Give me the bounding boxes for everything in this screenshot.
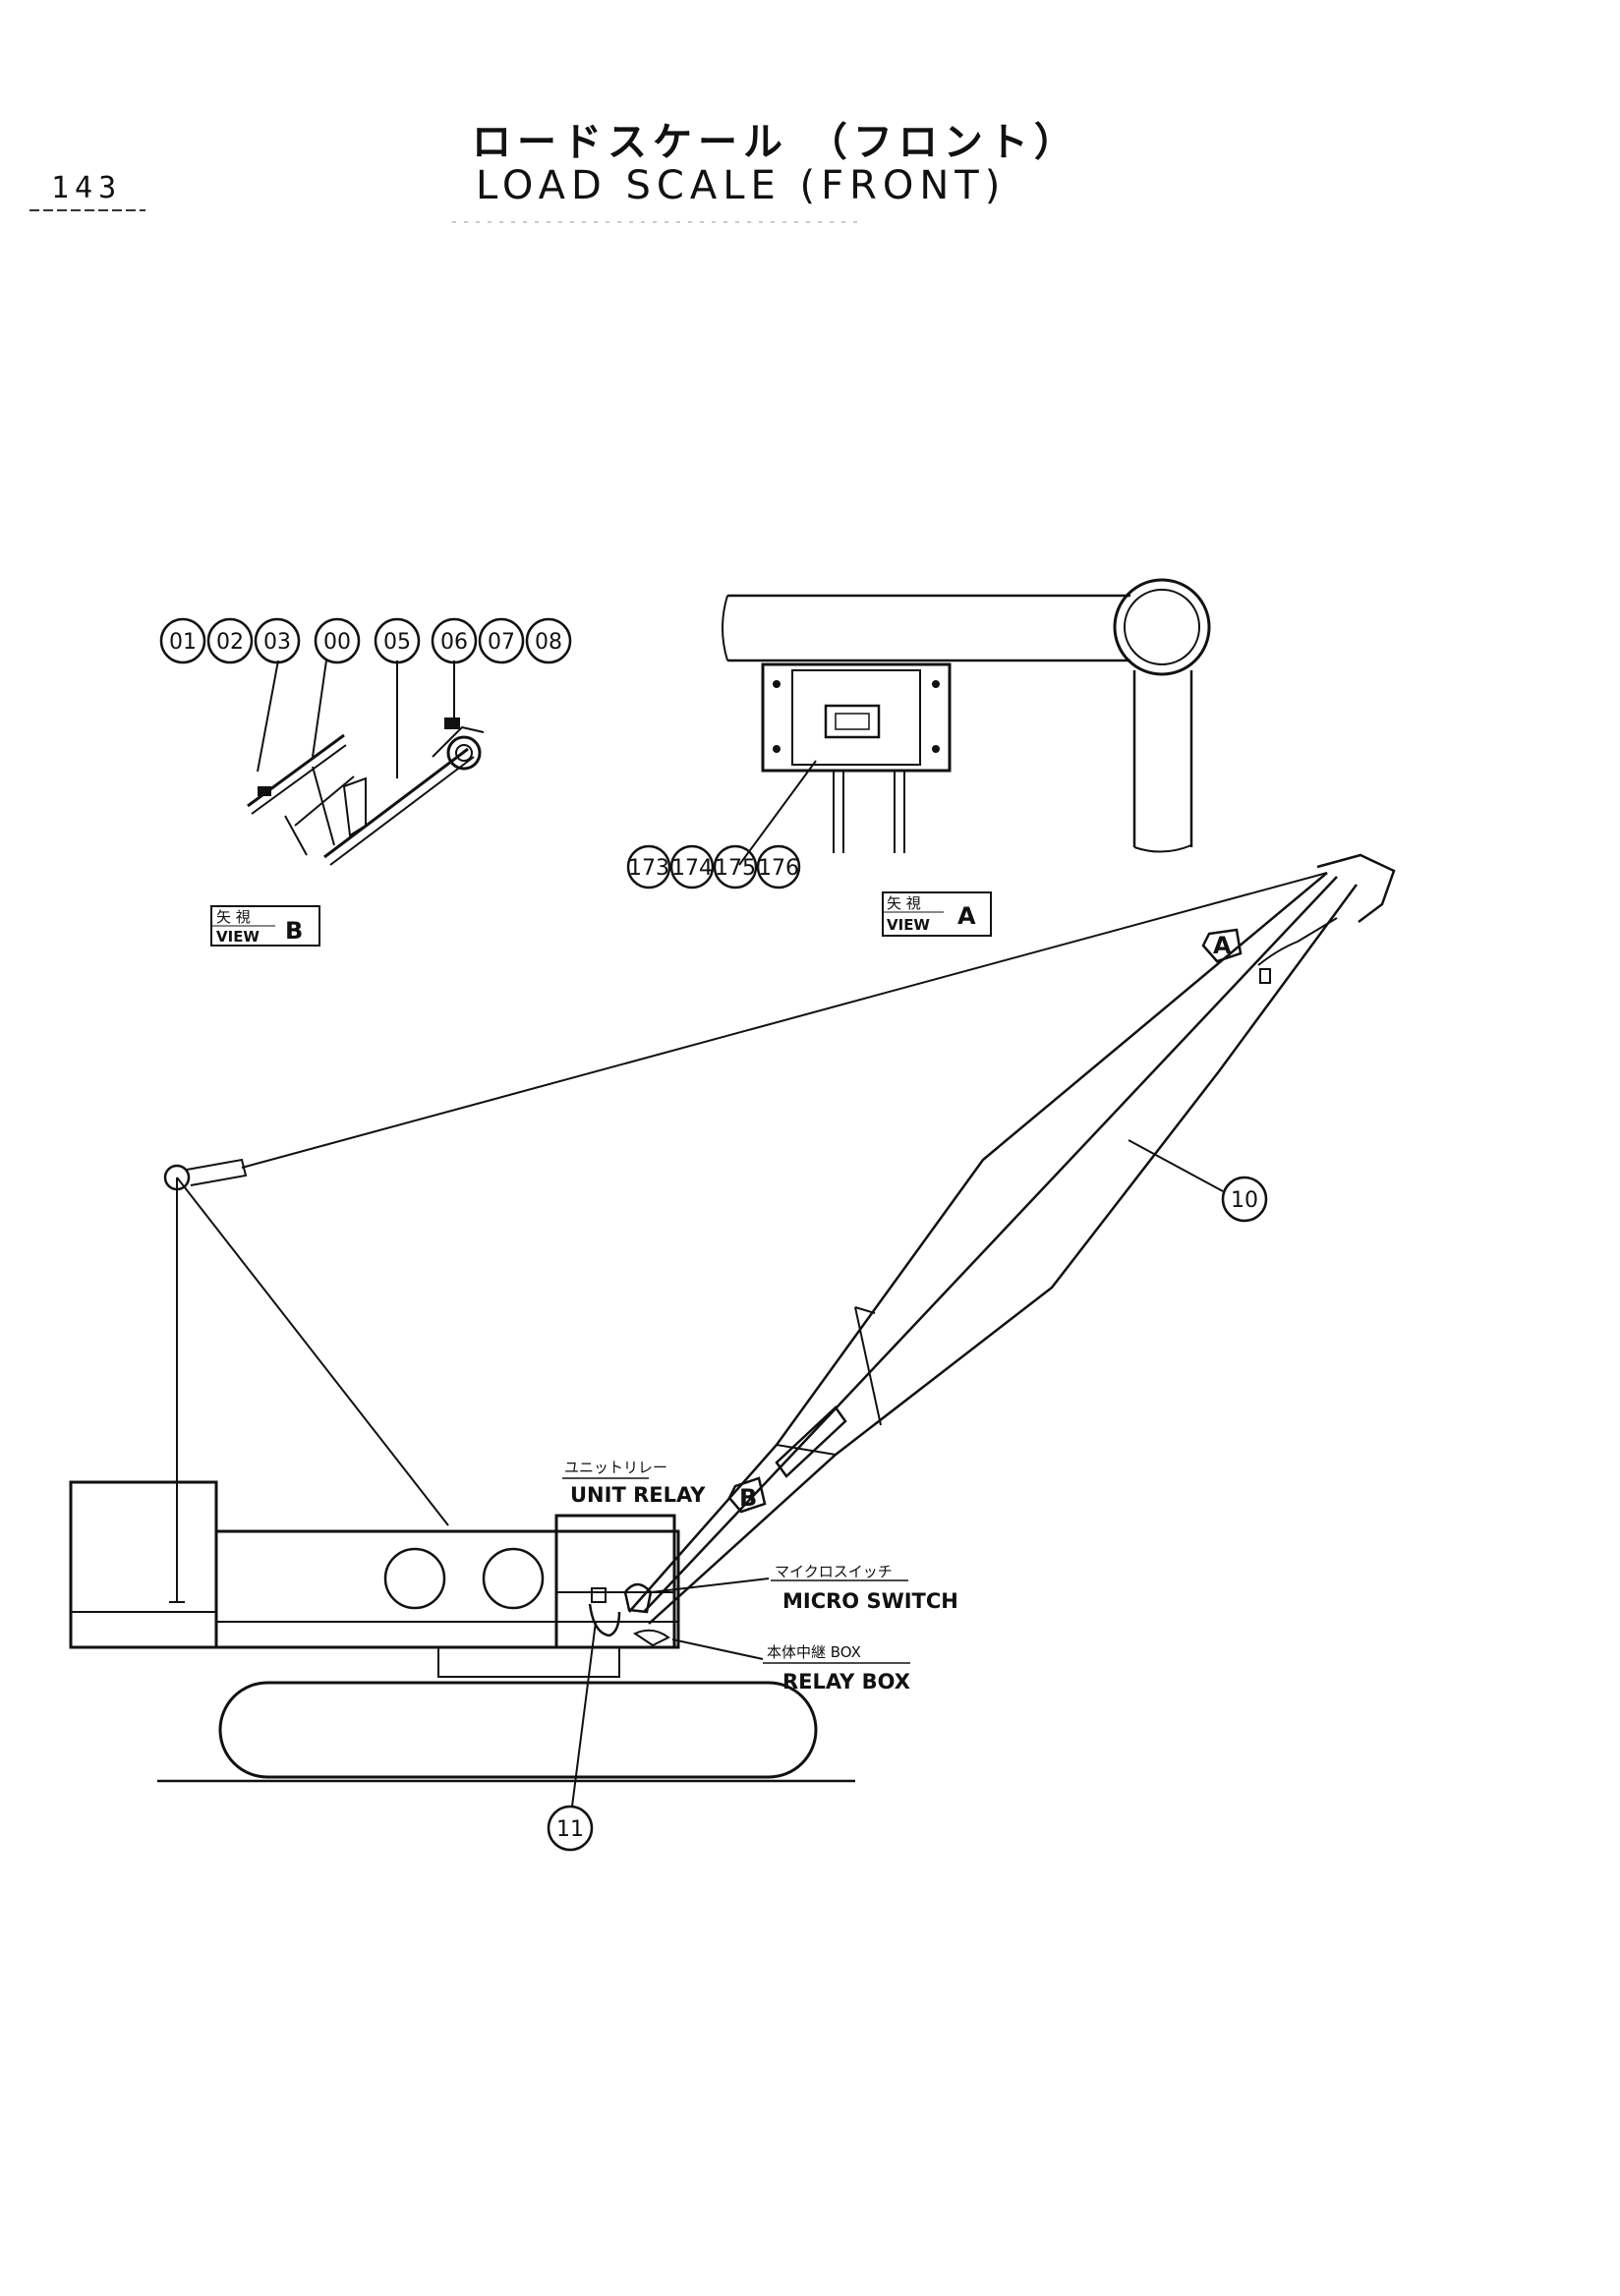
view-a-label-jp: 矢 視 [887,894,921,912]
view-b-callouts: 01 02 03 00 05 06 07 08 [159,617,572,664]
view-b-callout-circle [314,617,361,664]
view-b-callout-circle [206,617,254,664]
view-a-callout: 175 [715,856,756,881]
title-english: LOAD SCALE (FRONT) [476,163,1007,208]
view-b-callout: 00 [323,630,351,655]
view-a-callout-circle [669,844,715,890]
relay-box-label-jp: 本体中継 BOX [767,1643,861,1661]
view-a-callout: 174 [671,856,713,881]
view-b-callout: 06 [440,630,468,655]
micro-switch-label-en: MICRO SWITCH [782,1589,958,1613]
view-a-letter: A [957,902,976,930]
view-b-callout: 01 [169,630,197,655]
callout-relay: 11 [556,1817,584,1842]
view-a-callout: 176 [758,856,799,881]
view-a-callout: 173 [628,856,669,881]
view-b-detail: 01 02 03 00 05 06 07 08 矢 視 VIEW B [159,617,572,947]
marker-b: B [739,1484,757,1512]
marker-a: A [1213,932,1232,959]
view-a-label-en: VIEW [887,916,930,934]
view-a-callout-circle [626,844,671,890]
micro-switch-label-jp: マイクロスイッチ [775,1563,893,1580]
crane-side-view: A B 10 11 ユニットリレー UNIT RELAY マイクロスイッチ [69,853,1396,1852]
view-a-callout-circle [713,844,758,890]
view-b-callout: 05 [383,630,411,655]
unit-relay-label-jp: ユニットリレー [564,1459,667,1476]
view-b-callout: 03 [263,630,291,655]
view-b-callout-circle [159,617,206,664]
callout-boom: 10 [1231,1188,1258,1213]
view-b-callout: 02 [216,630,244,655]
title-japanese: ロードスケール （フロント） [472,120,1079,165]
view-b-label-en: VIEW [216,928,260,946]
view-b-callout-circle [478,617,525,664]
view-b-callout: 07 [488,630,515,655]
view-b-label-jp: 矢 視 [216,908,251,926]
unit-relay-label-en: UNIT RELAY [570,1483,706,1507]
view-a-callout-circle [756,844,801,890]
view-b-letter: B [285,917,303,945]
relay-box-label-en: RELAY BOX [782,1670,910,1693]
view-b-callout: 08 [535,630,562,655]
page-number: 143 [51,171,123,205]
view-b-callout-circle [525,617,572,664]
